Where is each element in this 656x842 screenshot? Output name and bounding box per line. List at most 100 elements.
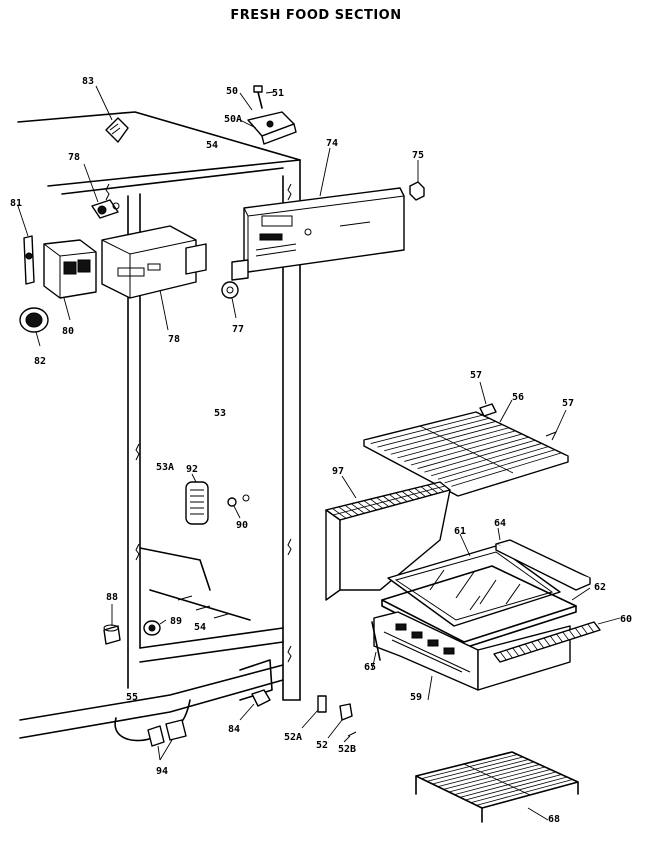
item-57-clip bbox=[479, 381, 497, 417]
wire bbox=[344, 505, 359, 516]
wire bbox=[463, 763, 531, 796]
wire bbox=[506, 649, 513, 659]
label-52a: 52A bbox=[284, 732, 302, 743]
wire bbox=[351, 503, 365, 514]
item-59-crisper bbox=[373, 611, 571, 701]
wire bbox=[562, 631, 570, 641]
wire bbox=[363, 500, 377, 511]
item-60-cover bbox=[493, 617, 621, 663]
item-94-harness bbox=[114, 699, 191, 761]
label-50a: 50A bbox=[224, 114, 242, 125]
item-64-rail bbox=[495, 527, 591, 591]
item-78-housing bbox=[83, 163, 207, 331]
item-89-part bbox=[143, 619, 167, 636]
label-97: 97 bbox=[332, 466, 344, 477]
wire bbox=[408, 489, 420, 499]
wire bbox=[382, 495, 396, 506]
item-61-glass-shelf bbox=[387, 533, 561, 627]
label-52: 52 bbox=[316, 740, 328, 751]
label-53a: 53A bbox=[156, 462, 174, 473]
wire bbox=[370, 498, 384, 509]
wire bbox=[499, 651, 507, 661]
label-78b: 78 bbox=[168, 334, 180, 345]
label-50: 50 bbox=[226, 86, 238, 97]
item-83-vent bbox=[95, 85, 129, 143]
label-64: 64 bbox=[494, 518, 506, 529]
wire bbox=[568, 629, 576, 639]
label-56: 56 bbox=[512, 392, 524, 403]
item-88-part bbox=[103, 604, 121, 645]
wire bbox=[537, 639, 545, 649]
wire bbox=[401, 491, 414, 501]
part-labels: 83 50 51 50A 74 75 54 78 81 80 78 77 82 … bbox=[10, 76, 632, 825]
label-89: 89 bbox=[170, 616, 182, 627]
wire bbox=[419, 425, 514, 474]
wire bbox=[543, 637, 551, 647]
wire bbox=[395, 492, 408, 502]
item-90-part bbox=[227, 494, 250, 519]
diagram-title: FRESH FOOD SECTION bbox=[230, 8, 401, 23]
wire bbox=[581, 625, 588, 635]
label-78: 78 bbox=[68, 152, 80, 163]
label-53: 53 bbox=[214, 408, 226, 419]
label-61: 61 bbox=[454, 526, 466, 537]
wire bbox=[587, 623, 595, 633]
item-68-shelf bbox=[415, 751, 579, 823]
wire bbox=[574, 627, 582, 637]
label-92: 92 bbox=[186, 464, 198, 475]
wire bbox=[420, 486, 432, 496]
label-60: 60 bbox=[620, 614, 632, 625]
wire bbox=[549, 635, 557, 645]
item-52-part bbox=[327, 703, 353, 739]
label-52b: 52B bbox=[338, 744, 356, 755]
wire bbox=[518, 645, 526, 655]
wire bbox=[524, 643, 532, 653]
item-84-part bbox=[239, 689, 271, 721]
label-74: 74 bbox=[326, 138, 338, 149]
label-77: 77 bbox=[232, 324, 244, 335]
label-94: 94 bbox=[156, 766, 168, 777]
label-65: 65 bbox=[364, 662, 376, 673]
label-88: 88 bbox=[106, 592, 118, 603]
label-54b: 54 bbox=[194, 622, 206, 633]
label-57b: 57 bbox=[562, 398, 574, 409]
wire bbox=[332, 508, 347, 519]
item-65-front bbox=[371, 621, 381, 671]
label-57: 57 bbox=[470, 370, 482, 381]
wire bbox=[414, 487, 426, 497]
wire bbox=[338, 506, 353, 517]
label-62: 62 bbox=[594, 582, 606, 593]
item-80-thermostat bbox=[17, 205, 97, 321]
item-56-shelf bbox=[363, 399, 569, 497]
item-74-control-panel bbox=[231, 147, 405, 281]
item-97-bracket bbox=[325, 475, 451, 601]
item-57-clip-2 bbox=[545, 409, 567, 441]
wire bbox=[556, 633, 563, 643]
label-55: 55 bbox=[126, 692, 138, 703]
label-80: 80 bbox=[62, 326, 74, 337]
item-82-dial bbox=[19, 307, 49, 347]
item-50-hinge bbox=[239, 85, 297, 145]
wire bbox=[376, 497, 390, 507]
item-92-part bbox=[185, 473, 209, 525]
item-52a-part bbox=[301, 695, 327, 729]
wire bbox=[531, 641, 538, 651]
label-54: 54 bbox=[206, 140, 218, 151]
wire bbox=[433, 483, 445, 492]
label-59: 59 bbox=[410, 692, 422, 703]
label-68: 68 bbox=[548, 814, 560, 825]
wire bbox=[427, 484, 439, 494]
wire bbox=[512, 647, 520, 657]
label-82: 82 bbox=[34, 356, 46, 367]
item-52b-part bbox=[343, 731, 357, 743]
label-75: 75 bbox=[412, 150, 424, 161]
wire bbox=[389, 494, 402, 504]
label-81: 81 bbox=[10, 198, 22, 209]
label-84: 84 bbox=[228, 724, 240, 735]
wire bbox=[357, 501, 371, 512]
label-51: 51 bbox=[272, 88, 284, 99]
label-83: 83 bbox=[82, 76, 94, 87]
label-90: 90 bbox=[236, 520, 248, 531]
item-75-part bbox=[409, 160, 425, 201]
